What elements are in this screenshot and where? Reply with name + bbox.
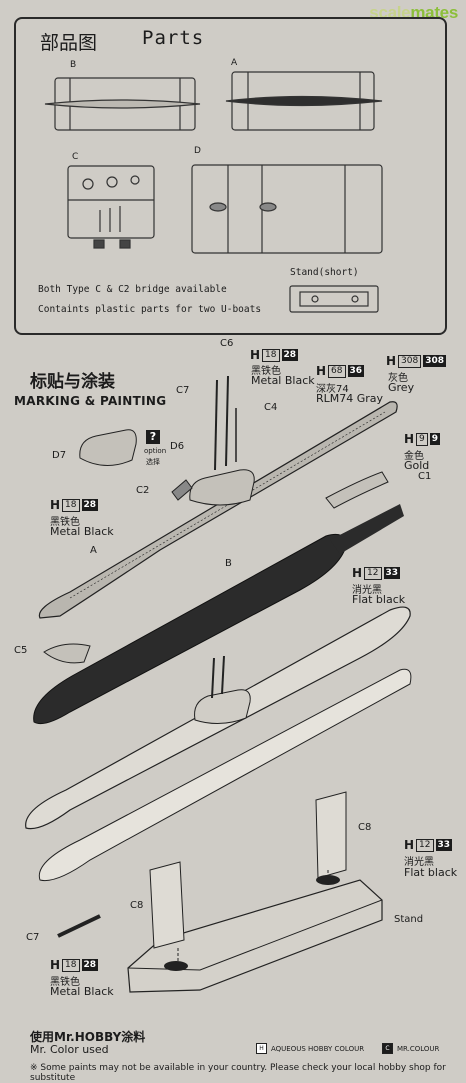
- paint-cn-c3: 灰色: [388, 373, 408, 384]
- label-c1: C1: [418, 471, 432, 482]
- assembly-drawing: [25, 375, 412, 993]
- part-c1: [325, 471, 389, 509]
- paint-en-c5: Metal Black: [50, 525, 114, 538]
- paint-cn-c8: 黑铁色: [50, 977, 80, 988]
- footer-line-2: Mr. Color used: [30, 1043, 109, 1056]
- part-d7: [79, 429, 137, 466]
- paint-en-c2: RLM74 Gray: [316, 392, 384, 405]
- label-c8b: C8: [130, 900, 144, 911]
- label-a: A: [90, 545, 97, 556]
- paint-en-c7: Flat black: [404, 866, 458, 879]
- paint-en-c3: Grey: [388, 381, 415, 394]
- paint-cn-c1: 黑铁色: [251, 366, 281, 377]
- part-c5: [43, 643, 91, 664]
- paint-cn-c6: 消光黑: [352, 585, 382, 596]
- label-c2: C2: [136, 485, 150, 496]
- parts-note-1: Both Type C & C2 bridge available: [38, 284, 227, 295]
- paint-cn-c2: 深灰74: [316, 384, 349, 395]
- footer-note: ※ Some paints may not be available in yo…: [30, 1063, 446, 1083]
- label-c8a: C8: [358, 822, 372, 833]
- label-stand: Stand: [394, 914, 424, 925]
- parts-note-2: Containts plastic parts for two U-boats: [38, 304, 262, 315]
- legend-aqueous-label: AQUEOUS HOBBY COLOUR: [271, 1044, 365, 1053]
- hull-b: [33, 533, 347, 725]
- legend-mrcolour-mark: C: [382, 1043, 393, 1054]
- sprue-d: [191, 164, 383, 254]
- label-c7b: C7: [26, 932, 40, 943]
- sprue-a: [225, 71, 383, 131]
- part-c7-lower: [57, 914, 101, 938]
- paint-en-c1: Metal Black: [251, 374, 315, 387]
- option-en: option: [144, 447, 167, 455]
- sprue-drawings: [44, 71, 383, 313]
- paint-en-c4: Gold: [404, 459, 430, 472]
- marking-title-en: MARKING & PAINTING: [14, 394, 167, 408]
- label-c7: C7: [176, 385, 190, 396]
- label-d7: D7: [52, 450, 67, 461]
- stand-short-label: Stand(short): [290, 267, 359, 278]
- legend-mrcolour-label: MR.COLOUR: [397, 1044, 440, 1053]
- legend-aqueous-mark: H: [256, 1043, 267, 1054]
- paint-en-c8: Metal Black: [50, 985, 114, 998]
- legend-aqueous: H AQUEOUS HOBBY COLOUR: [256, 1043, 364, 1054]
- label-c4: C4: [264, 402, 278, 413]
- label-c6: C6: [220, 338, 234, 349]
- option-mark: ?: [146, 430, 160, 444]
- hull-a: [38, 401, 398, 619]
- paint-cn-c4: 金色: [404, 451, 424, 462]
- marking-title-cn: 标贴与涂装: [30, 372, 115, 392]
- parts-title-cn: 部品图: [40, 32, 98, 54]
- legend-mrcolour: C MR.COLOUR: [382, 1043, 439, 1054]
- sprue-c: [67, 165, 155, 249]
- label-b: B: [225, 558, 232, 569]
- paint-cn-c5: 黑铁色: [50, 517, 80, 528]
- part-c2: [171, 479, 193, 501]
- paint-en-c6: Flat black: [352, 593, 406, 606]
- sprue-label-c: C: [72, 152, 79, 162]
- sprue-b: [44, 77, 201, 131]
- option-cn: 选择: [146, 458, 160, 466]
- sprue-label-b: B: [70, 60, 77, 70]
- stand: [127, 879, 383, 993]
- parts-box: [14, 17, 447, 335]
- stand-short: [289, 285, 379, 313]
- label-c5: C5: [14, 645, 28, 656]
- footer-line-1: 使用Mr.HOBBY涂料: [30, 1030, 146, 1044]
- label-d6: D6: [170, 441, 185, 452]
- paint-cn-c7: 消光黑: [404, 857, 434, 868]
- sprue-label-d: D: [194, 146, 201, 156]
- sprue-label-a: A: [231, 58, 238, 68]
- parts-title-en: Parts: [142, 27, 205, 49]
